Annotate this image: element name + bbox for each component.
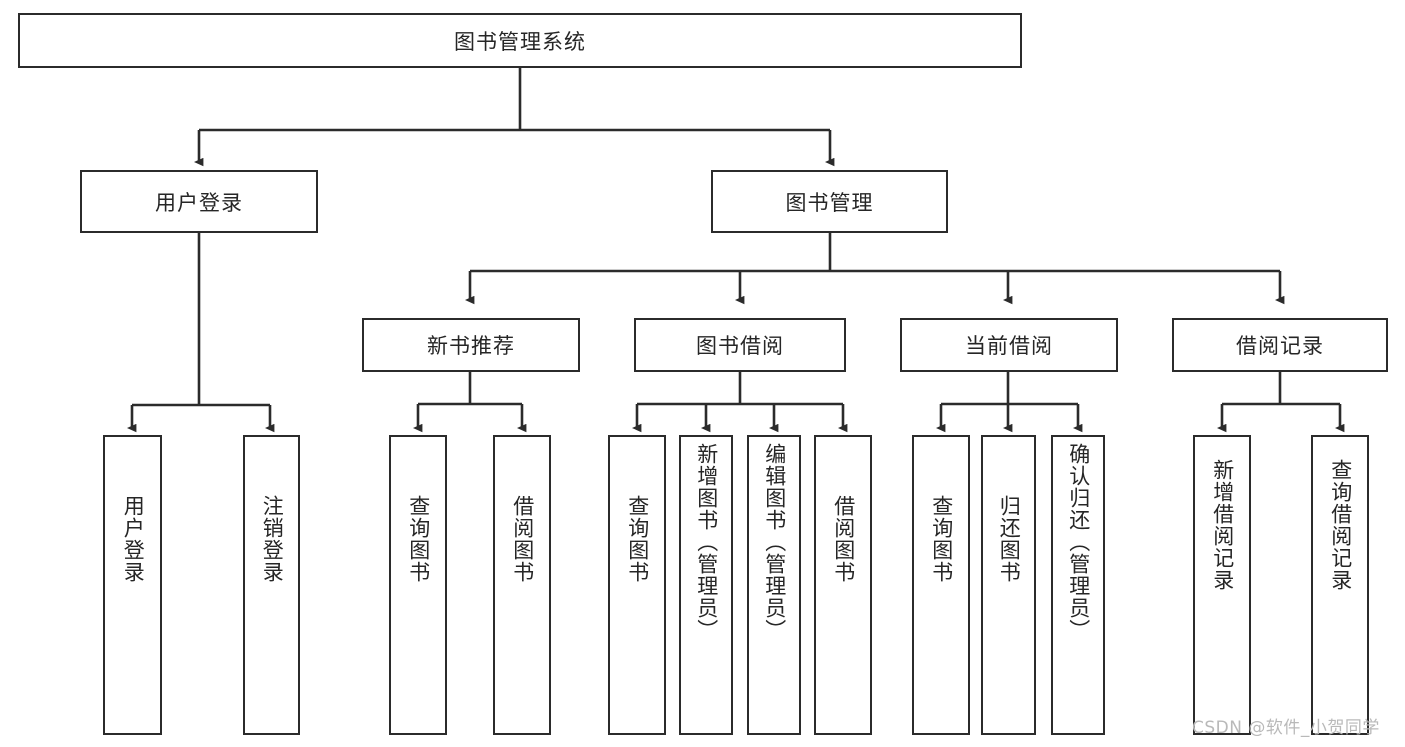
node-label: 查询图书 [929, 495, 954, 583]
node-label: 查询图书 [625, 495, 650, 583]
node-book-management[interactable]: 图书管理 [711, 170, 948, 233]
node-book-borrowing[interactable]: 图书借阅 [634, 318, 846, 372]
node-label: 图书管理 [785, 190, 874, 215]
node-label: 查询图书 [406, 495, 431, 583]
leaf-user-login-logout[interactable]: 注销登录 [243, 435, 300, 735]
csdn-watermark: CSDN @软件_小贺同学 [1192, 718, 1380, 738]
leaf-borrowing-add-book-admin[interactable]: 新增图书（管理员） [679, 435, 733, 735]
node-label: 新书推荐 [427, 334, 515, 358]
leaf-new-book-borrow-books[interactable]: 借阅图书 [493, 435, 551, 735]
node-label: 注销登录 [260, 495, 285, 583]
node-label: 当前借阅 [965, 334, 1053, 358]
node-label: 用户登录 [155, 190, 243, 215]
leaf-current-confirm-return-admin[interactable]: 确认归还（管理员） [1051, 435, 1105, 735]
leaf-borrowing-borrow-books[interactable]: 借阅图书 [814, 435, 872, 735]
node-label: 借阅图书 [831, 495, 856, 583]
node-borrow-records[interactable]: 借阅记录 [1172, 318, 1388, 372]
leaf-current-return-books[interactable]: 归还图书 [981, 435, 1036, 735]
leaf-borrowing-edit-book-admin[interactable]: 编辑图书（管理员） [747, 435, 801, 735]
leaf-records-add-borrow-record[interactable]: 新增借阅记录 [1193, 435, 1251, 735]
node-label: 编辑图书（管理员） [762, 443, 787, 641]
node-label: 归还图书 [997, 495, 1022, 583]
node-label: 确认归还（管理员） [1066, 443, 1091, 641]
node-label: 查询借阅记录 [1328, 459, 1353, 591]
node-label: 图书管理系统 [454, 29, 586, 54]
node-label: 新增借阅记录 [1210, 459, 1235, 591]
node-label: 借阅记录 [1236, 334, 1324, 358]
leaf-new-book-query-books[interactable]: 查询图书 [389, 435, 447, 735]
leaf-current-query-books[interactable]: 查询图书 [912, 435, 970, 735]
node-new-book-recommendation[interactable]: 新书推荐 [362, 318, 580, 372]
leaf-borrowing-query-books[interactable]: 查询图书 [608, 435, 666, 735]
leaf-user-login-login[interactable]: 用户登录 [103, 435, 162, 735]
node-label: 图书借阅 [696, 334, 784, 358]
node-root-library-management-system[interactable]: 图书管理系统 [18, 13, 1022, 68]
node-current-borrowing[interactable]: 当前借阅 [900, 318, 1118, 372]
node-label: 新增图书（管理员） [694, 443, 719, 641]
leaf-records-query-borrow-record[interactable]: 查询借阅记录 [1311, 435, 1369, 735]
node-label: 借阅图书 [510, 495, 535, 583]
node-user-login[interactable]: 用户登录 [80, 170, 318, 233]
node-label: 用户登录 [121, 495, 146, 583]
